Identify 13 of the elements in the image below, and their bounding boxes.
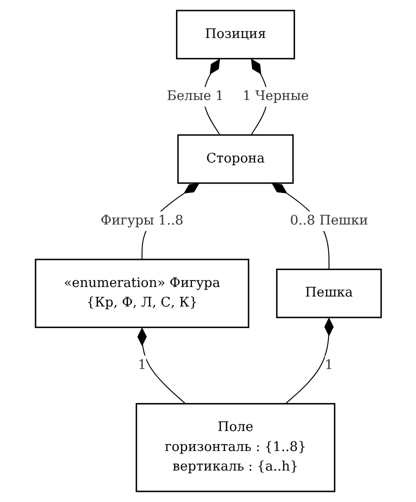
edge-label: 1 [137,358,146,373]
edge-label: 1 [324,358,333,373]
edge-label: 1 Черные [242,88,308,104]
connector [136,326,186,404]
edge-label: Белые 1 [166,88,224,104]
node-box: Сторона [176,134,294,184]
connector [284,317,334,404]
node-box: Поле горизонталь : {1..8} вертикаль : {a..h} [135,403,335,492]
edge-label: Фигуры 1..8 [100,213,184,228]
node-box: Пешка [276,268,382,318]
edge-label: 0..8 Пешки [290,213,368,228]
node-box: Позиция [176,10,295,60]
node-box: «enumeration» Фигура {Кр, Ф, Л, С, К} [34,258,249,328]
